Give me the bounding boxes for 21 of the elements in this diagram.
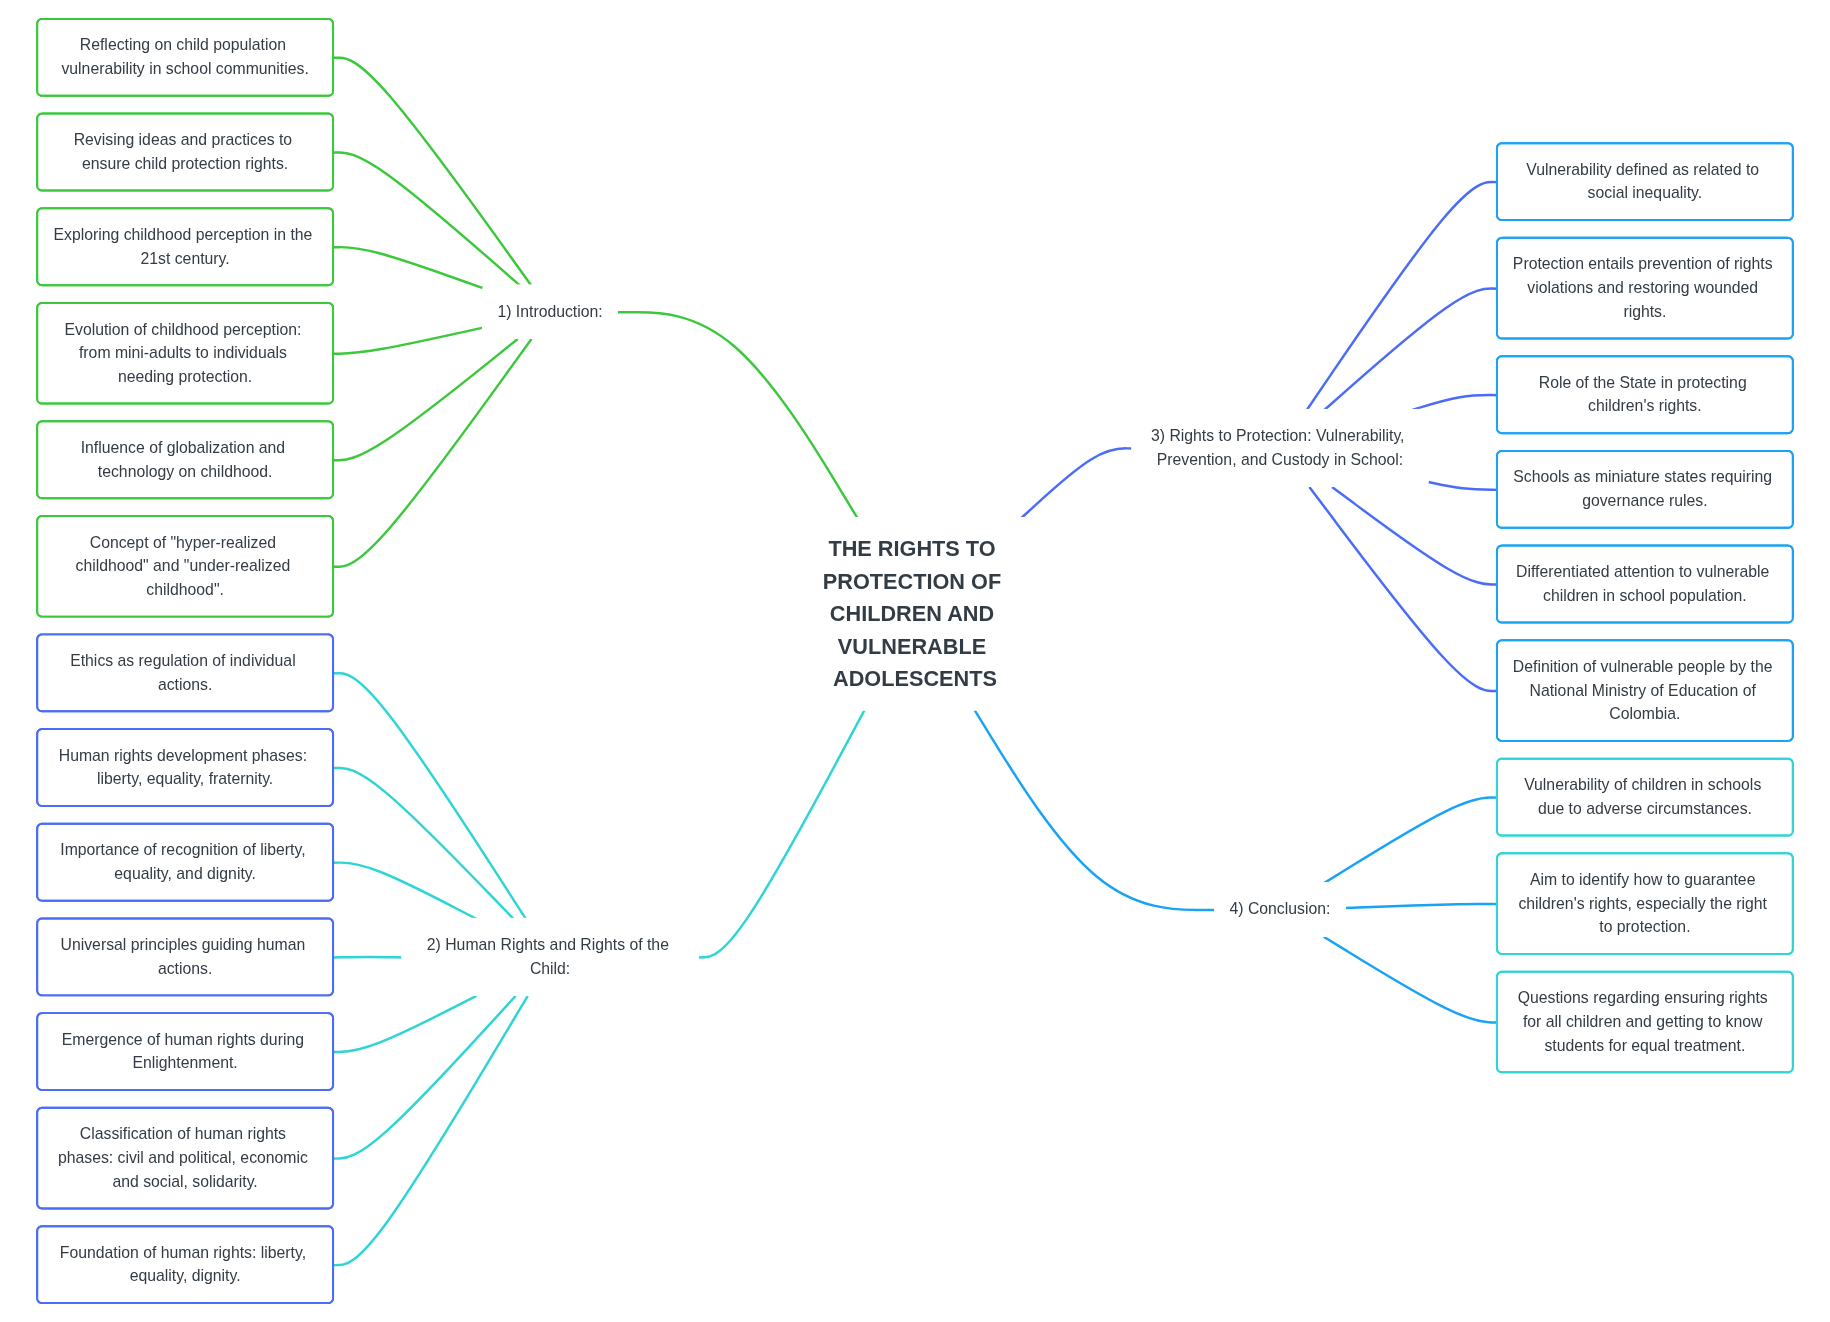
connector — [333, 672, 527, 920]
connector — [333, 151, 521, 287]
connector — [333, 245, 485, 290]
connector — [333, 338, 519, 462]
node-text: 3) Rights to Protection: Vulnerability, Prevention, and Custody in School: — [1151, 427, 1405, 468]
connector — [617, 311, 859, 519]
connector — [333, 338, 533, 569]
connector — [333, 995, 517, 1160]
node-text: 1) Introduction: — [497, 302, 603, 320]
connector — [333, 995, 529, 1267]
node-text: THE RIGHTS TO PROTECTION OF CHILDREN AND VULNERABLE ADOLESCENTS — [822, 536, 1002, 692]
connector — [333, 994, 477, 1054]
connector — [1020, 447, 1133, 519]
connector — [973, 709, 1216, 912]
connector — [333, 766, 515, 920]
connector — [698, 709, 866, 959]
connector — [333, 955, 403, 959]
node-text: 4) Conclusion: — [1229, 900, 1331, 918]
connector — [333, 56, 533, 287]
connector — [333, 326, 484, 355]
node-text: 2) Human Rights and Rights of the Child: — [426, 936, 669, 977]
